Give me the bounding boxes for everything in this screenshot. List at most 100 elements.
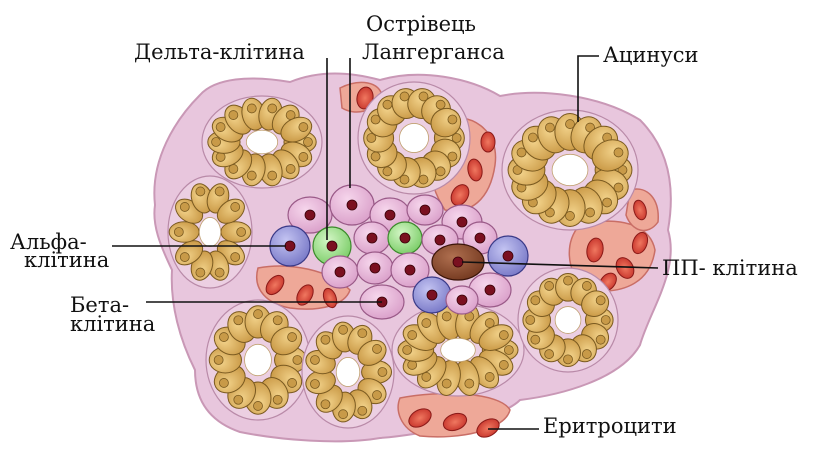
acinar-nucleus [321, 335, 330, 344]
acinar-nucleus [526, 316, 535, 325]
acinar-nucleus [371, 152, 380, 161]
acinar-nucleus [582, 281, 591, 290]
acinar-nucleus [603, 198, 612, 207]
acinus [502, 110, 638, 230]
acinar-nucleus [254, 310, 263, 319]
acinar-nucleus [299, 123, 308, 132]
acinus-lumen [336, 357, 360, 386]
acinar-nucleus [273, 395, 282, 404]
label-islet-line1: Острівець [366, 14, 476, 34]
acinar-nucleus [419, 175, 428, 184]
label-islet-line2: Лангерганса [362, 42, 505, 62]
delta-cell-nucleus [400, 233, 410, 243]
acinar-nucleus [400, 92, 409, 101]
acinar-nucleus [180, 202, 189, 211]
acinar-nucleus [531, 335, 540, 344]
acinar-nucleus [303, 138, 312, 147]
acinar-nucleus [321, 400, 330, 409]
beta-cell-nucleus [335, 267, 345, 277]
acinus-lumen [441, 338, 476, 362]
acinar-nucleus [465, 379, 474, 388]
acinar-nucleus [545, 123, 554, 132]
beta-cell-nucleus [435, 235, 445, 245]
acinar-nucleus [499, 331, 508, 340]
acinar-nucleus [254, 401, 263, 410]
acinar-nucleus [499, 360, 508, 369]
label-alpha-line2: клітина [24, 250, 109, 270]
acinar-nucleus [219, 333, 228, 342]
acinar-nucleus [237, 228, 246, 237]
acinar-nucleus [234, 316, 243, 325]
acinar-nucleus [214, 356, 223, 365]
acinus [358, 82, 470, 194]
acinar-nucleus [231, 253, 240, 262]
acinar-nucleus [596, 335, 605, 344]
alpha-cell-nucleus [285, 241, 295, 251]
acinar-nucleus [299, 152, 308, 161]
acinar-nucleus [288, 378, 297, 387]
beta-cell [322, 256, 358, 288]
beta-cell-nucleus [367, 233, 377, 243]
acinar-nucleus [268, 104, 277, 113]
beta-cell-nucleus [475, 233, 485, 243]
beta-cell-nucleus [305, 210, 315, 220]
acinar-nucleus [582, 350, 591, 359]
acinar-nucleus [216, 123, 225, 132]
acinar-nucleus [293, 356, 302, 365]
acinus [168, 176, 252, 288]
label-delta-cell: Дельта-клітина [134, 42, 305, 62]
acinar-nucleus [372, 391, 381, 400]
acinar-nucleus [286, 164, 295, 173]
acinar-nucleus [422, 319, 431, 328]
acinar-nucleus [545, 281, 554, 290]
beta-cell [330, 185, 374, 225]
acinus-lumen [245, 344, 272, 375]
acinus-lumen [552, 154, 588, 185]
acinus [206, 300, 310, 420]
acinus [202, 96, 322, 188]
acinar-cell [221, 222, 251, 243]
acinar-nucleus [215, 268, 224, 277]
alpha-cell [488, 236, 528, 276]
delta-cell-nucleus [327, 241, 337, 251]
acinar-nucleus [215, 187, 224, 196]
acinar-nucleus [596, 296, 605, 305]
acinar-nucleus [614, 148, 623, 157]
acinar-nucleus [339, 325, 348, 334]
beta-cell-nucleus [385, 210, 395, 220]
acinar-nucleus [358, 406, 367, 415]
acinar-nucleus [586, 208, 595, 217]
acinar-nucleus [268, 171, 277, 180]
acinar-nucleus [442, 379, 451, 388]
erythrocyte [481, 132, 495, 152]
label-erythrocytes: Еритроцити [543, 416, 677, 436]
beta-cell-nucleus [457, 217, 467, 227]
beta-cell-nucleus [420, 205, 430, 215]
acinus [518, 268, 618, 372]
beta-cell-nucleus [457, 295, 467, 305]
acinus-lumen [199, 217, 220, 246]
acinar-nucleus [504, 346, 513, 355]
acinus-lumen [399, 123, 428, 152]
acinar-nucleus [234, 395, 243, 404]
beta-cell [446, 286, 478, 314]
acinar-nucleus [564, 276, 573, 285]
acinar-nucleus [180, 253, 189, 262]
beta-cell-nucleus [485, 285, 495, 295]
acinus [302, 316, 394, 428]
acinus [392, 302, 524, 398]
acinar-nucleus [219, 378, 228, 387]
acinar-nucleus [273, 316, 282, 325]
acinar-nucleus [528, 133, 537, 142]
acinus-lumen [246, 130, 277, 154]
acinar-nucleus [448, 115, 457, 124]
acinar-nucleus [196, 268, 205, 277]
label-pp-cell: ПП- клітина [662, 258, 798, 278]
acinar-nucleus [174, 228, 183, 237]
alpha-cell-nucleus [427, 290, 437, 300]
acinar-nucleus [442, 312, 451, 321]
acinar-nucleus [196, 187, 205, 196]
pp-cell-nucleus [453, 257, 463, 267]
